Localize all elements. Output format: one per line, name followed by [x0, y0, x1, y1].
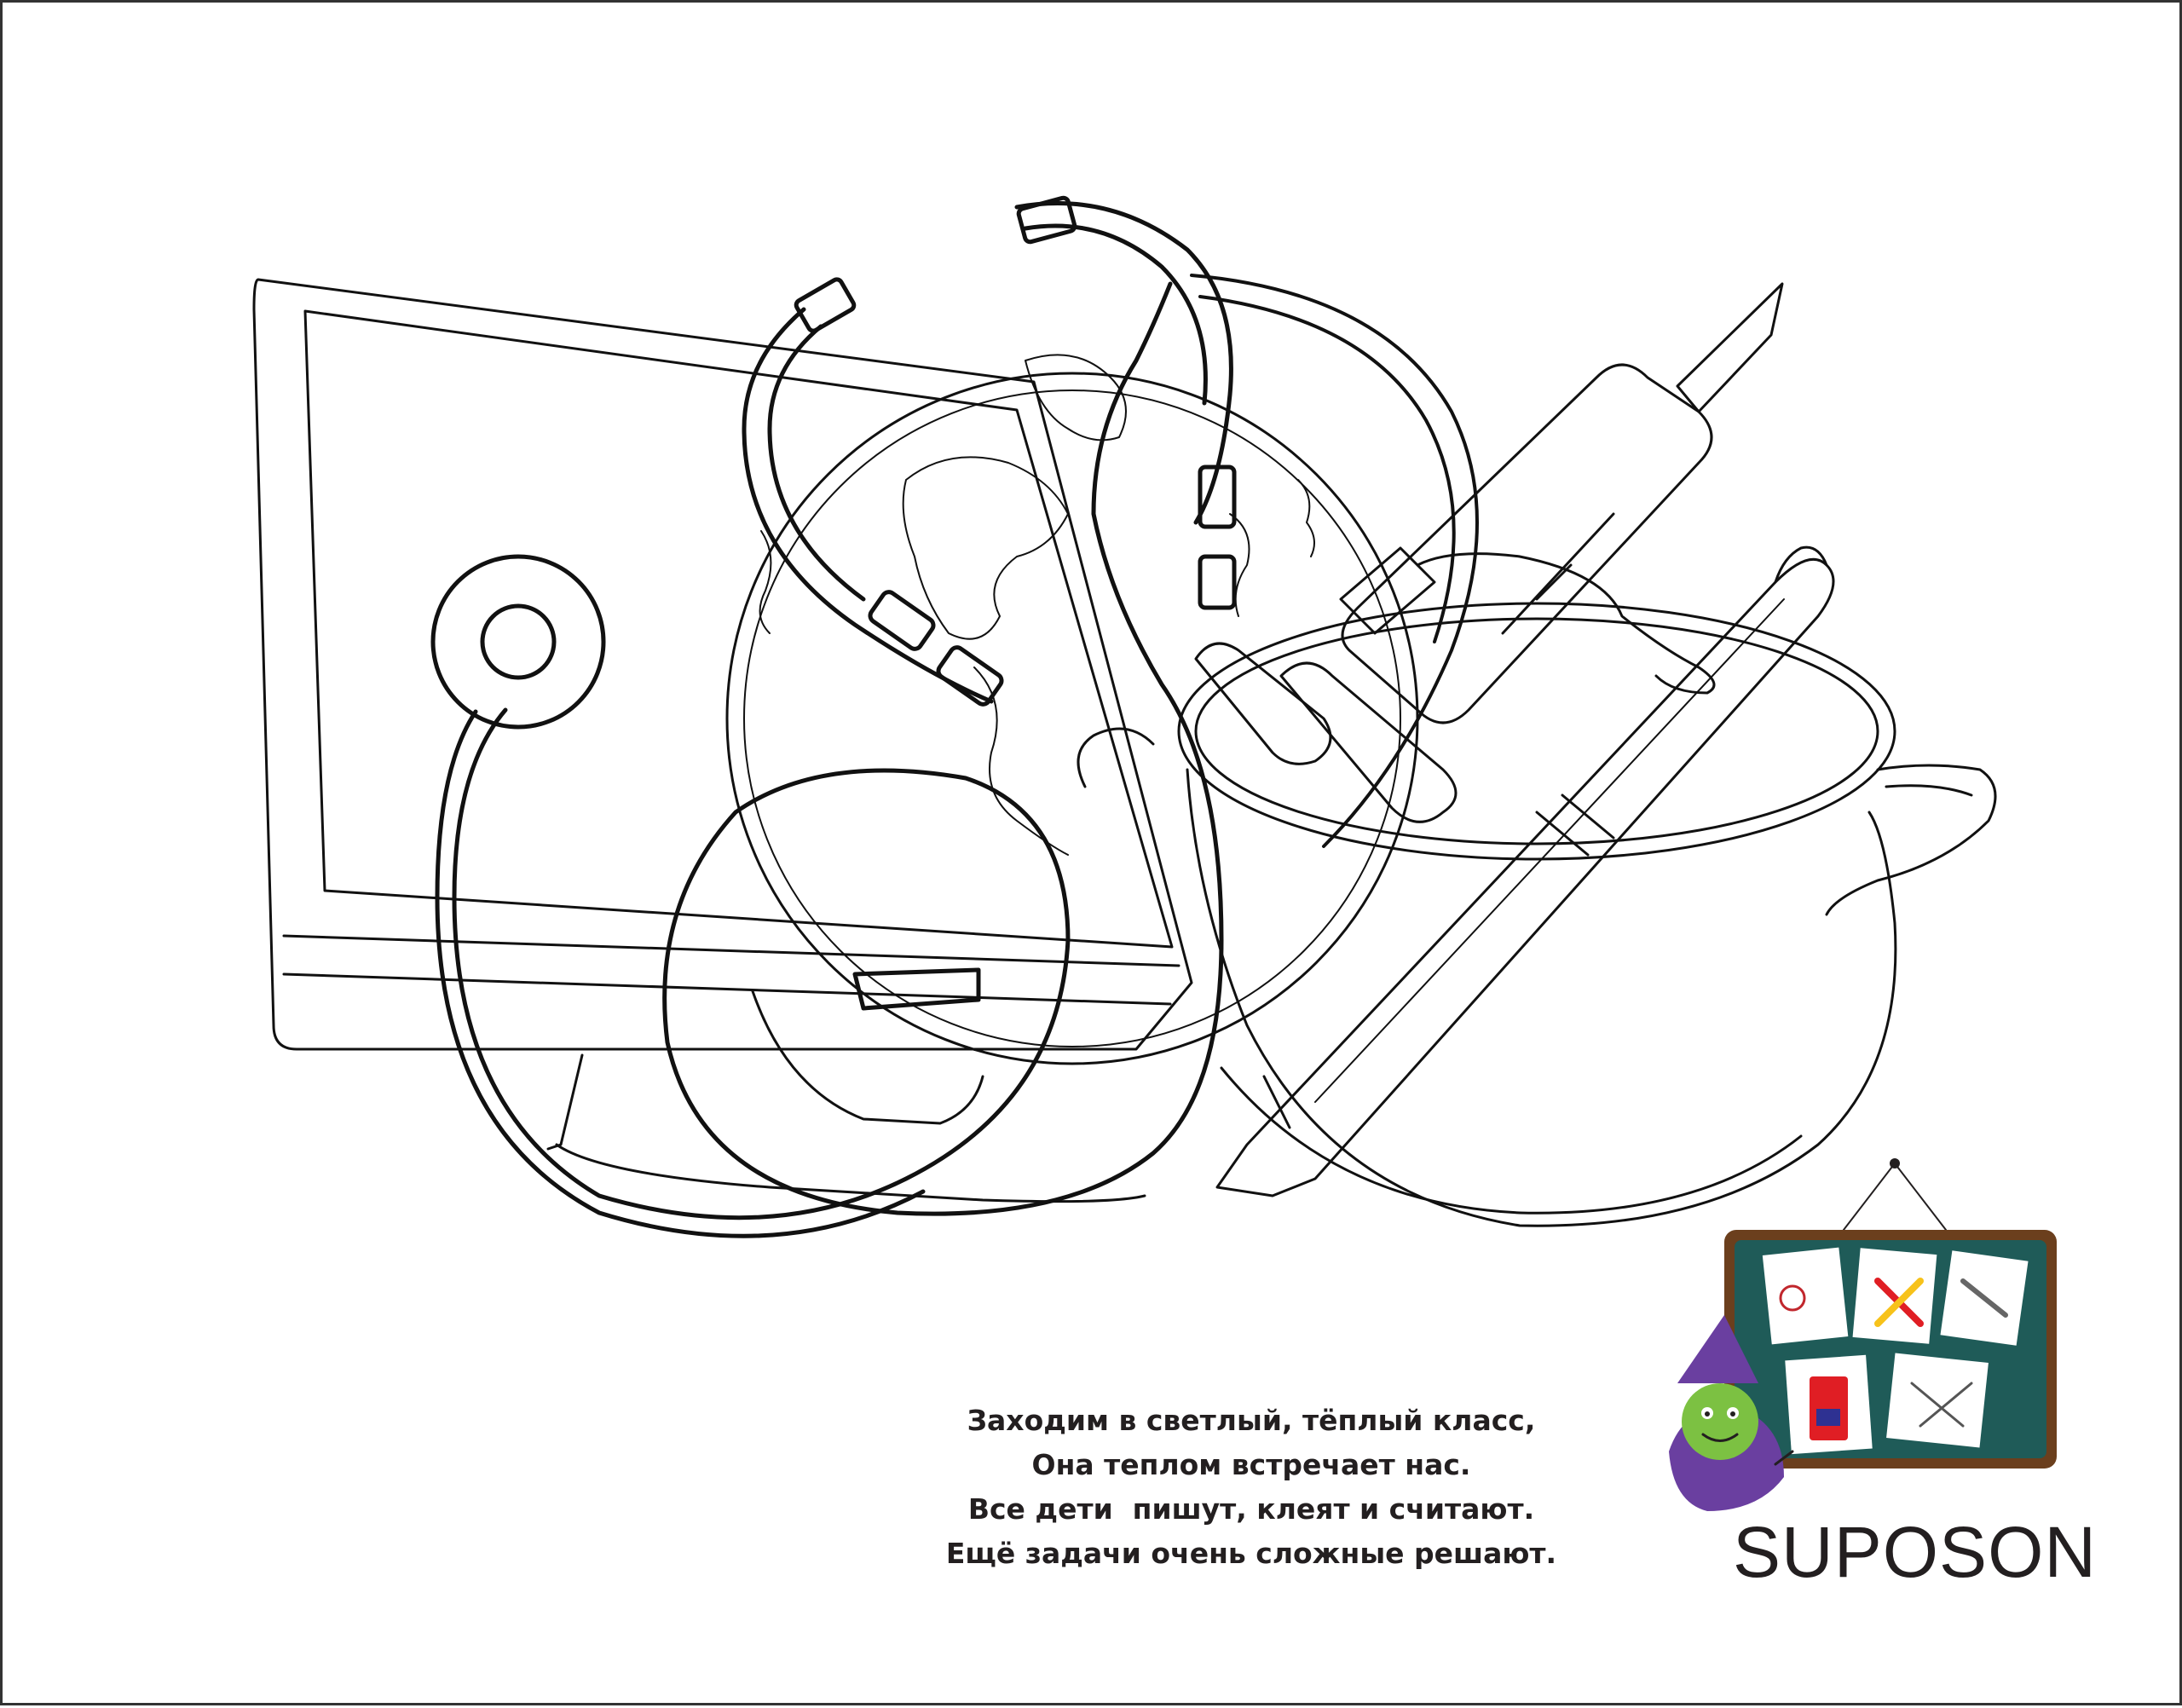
line-art-illustration: [252, 195, 2057, 1511]
brand-logo-text: SUPOSON: [1733, 1512, 2098, 1592]
poem-text: Заходим в светлый, тёплый класс, Она теп…: [727, 1399, 1775, 1576]
cooking-pot-icon: [1077, 552, 1997, 1227]
pen-icon: [1215, 545, 1835, 1197]
poem-line-2: Она теплом встречает нас.: [1031, 1448, 1471, 1481]
poem-line-4: Ещё задачи очень сложные решают.: [945, 1537, 1557, 1570]
poem-line-1: Заходим в светлый, тёплый класс,: [967, 1404, 1536, 1437]
stethoscope-icon: [430, 195, 1479, 1238]
globe-icon: [725, 354, 1419, 1125]
poem-line-3: Все дети пишут, клеят и считают.: [967, 1492, 1535, 1526]
syringe-icon: [1279, 282, 1784, 823]
logo-board-icon: [1669, 1158, 2057, 1511]
